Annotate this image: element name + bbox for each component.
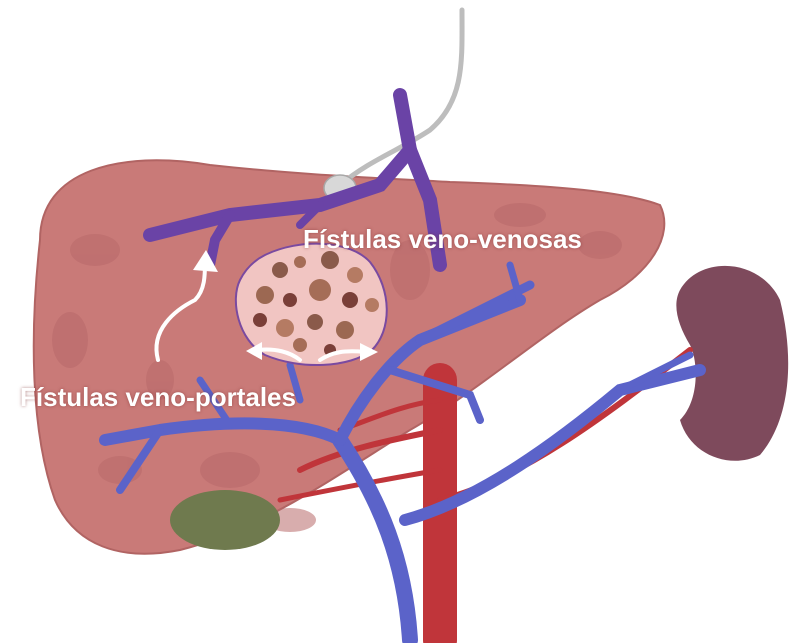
label-veno-venosas: Fístulas veno-venosas xyxy=(303,224,582,255)
gallbladder xyxy=(170,490,280,550)
spleen xyxy=(676,266,788,461)
label-veno-portales: Fístulas veno-portales xyxy=(20,382,296,413)
